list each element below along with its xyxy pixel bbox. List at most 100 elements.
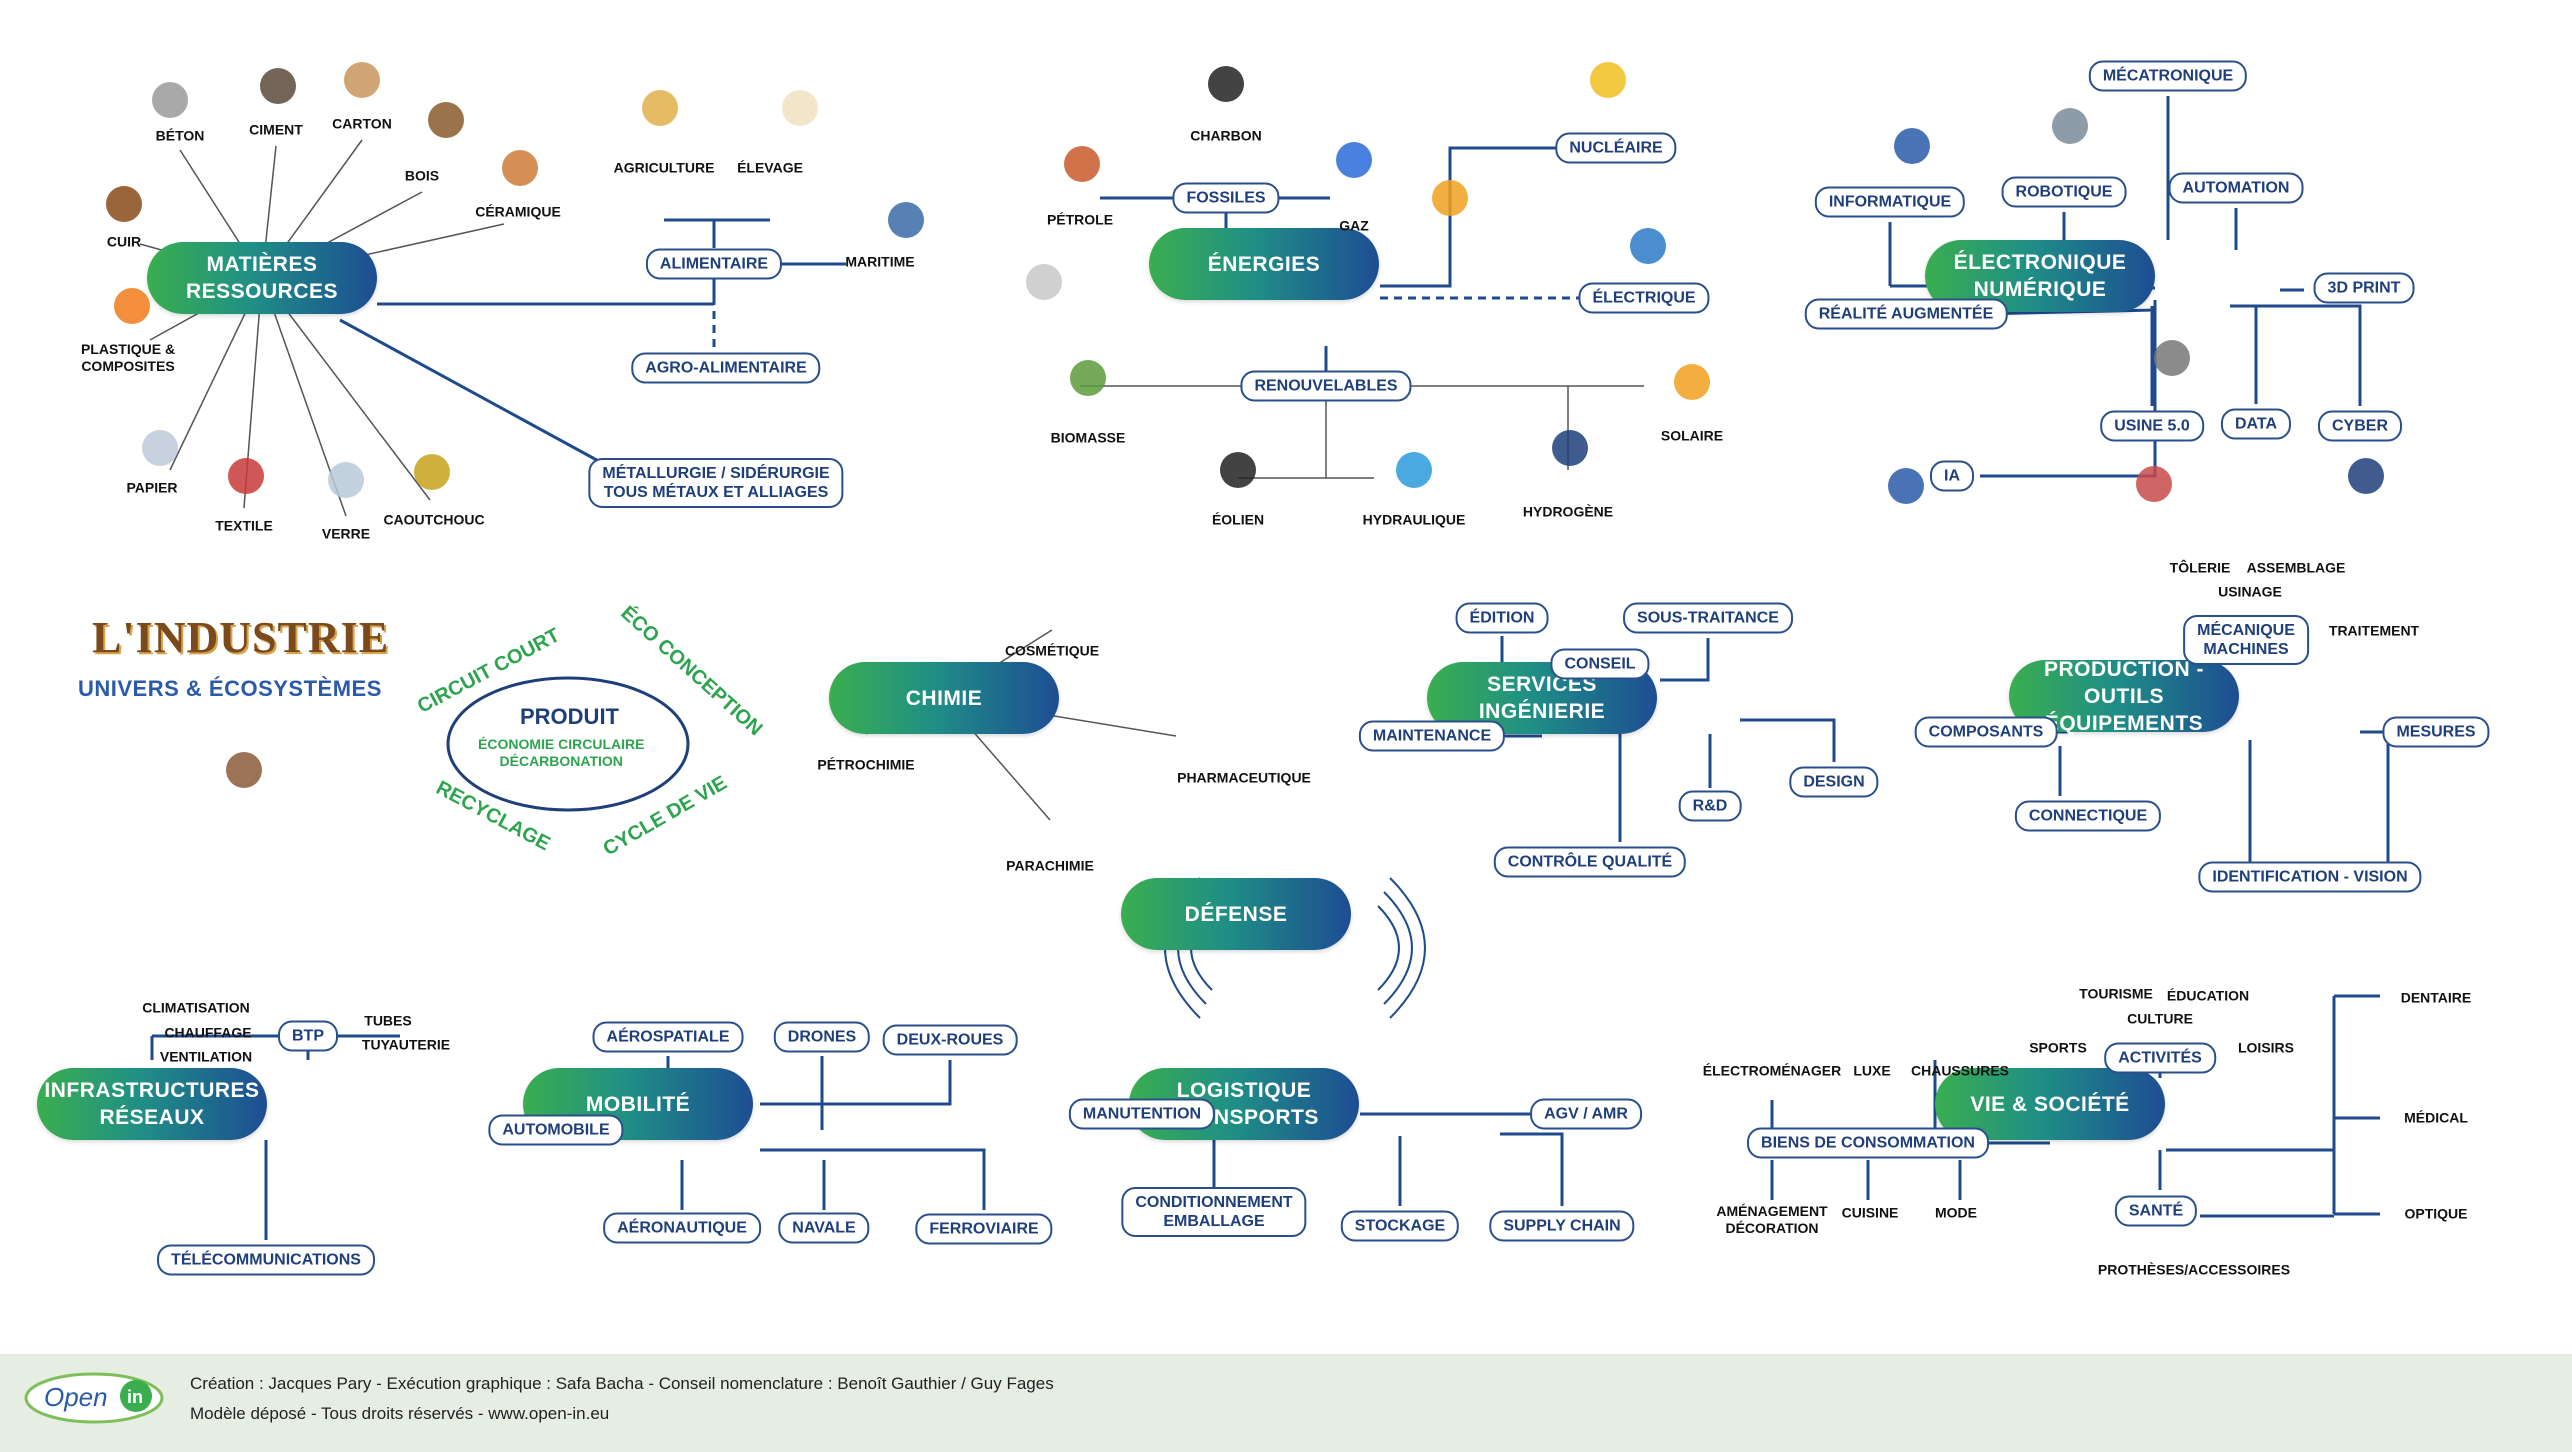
category-pill[interactable]: RENOUVELABLES [1240,370,1412,402]
category-pill[interactable]: NAVALE [778,1212,870,1244]
category-pill[interactable]: NUCLÉAIRE [1555,132,1677,164]
item-label: BOIS [404,167,440,184]
category-pill[interactable]: ALIMENTAIRE [645,248,783,280]
category-pill[interactable]: MESURES [2382,716,2490,748]
category-pill[interactable]: CONSEIL [1550,648,1650,680]
item-label: TEXTILE [215,517,273,534]
sun-icon [1674,364,1710,400]
connector-line [760,1060,952,1106]
paper-icon [142,430,178,466]
hub-node[interactable]: ÉNERGIES [1149,228,1379,300]
category-pill[interactable]: 3D PRINT [2313,272,2415,304]
item-label: CAOUTCHOUC [383,511,485,528]
open-in-logo[interactable]: Open in [24,1370,168,1424]
category-pill[interactable]: FERROVIAIRE [915,1213,1053,1245]
rubber-icon [414,454,450,490]
category-pill[interactable]: AÉROSPATIALE [592,1021,744,1053]
hub-node[interactable]: MATIÈRES RESSOURCES [147,242,377,314]
hub-node[interactable]: CHIMIE [829,662,1059,734]
category-pill[interactable]: ÉDITION [1455,602,1549,634]
wheat-icon [642,90,678,126]
category-pill[interactable]: MÉCANIQUE MACHINES [2183,615,2309,665]
category-pill[interactable]: RÉALITÉ AUGMENTÉE [1804,298,2008,330]
category-pill[interactable]: DATA [2220,408,2292,440]
hub-node[interactable]: INFRASTRUCTURES RÉSEAUX [37,1068,267,1140]
item-label: TOURISME [2079,985,2153,1002]
credit-line-2: Modèle déposé - Tous droits réservés - w… [190,1404,610,1423]
item-label: TUYAUTERIE [361,1036,451,1053]
category-pill[interactable]: TÉLÉCOMMUNICATIONS [157,1244,375,1276]
biomass-icon [1070,360,1106,396]
category-pill[interactable]: R&D [1678,790,1742,822]
cement-icon [260,68,296,104]
category-pill[interactable]: COMPOSANTS [1914,716,2058,748]
category-pill[interactable]: CONTRÔLE QUALITÉ [1493,846,1687,878]
category-pill[interactable]: ROBOTIQUE [2001,176,2127,208]
item-label: AGRICULTURE [613,159,715,176]
item-label: CLIMATISATION [142,999,250,1016]
category-pill[interactable]: STOCKAGE [1340,1210,1460,1242]
category-pill[interactable]: AUTOMOBILE [488,1114,624,1146]
carton-icon [344,62,380,98]
item-label: TUBES [364,1012,412,1029]
connector-line [1660,638,1710,682]
category-pill[interactable]: ACTIVITÉS [2104,1042,2216,1074]
item-label: PARACHIMIE [1006,857,1094,874]
oil-pump-icon [1064,146,1100,182]
category-pill[interactable]: BTP [278,1020,338,1052]
item-label: CUIR [106,233,142,250]
connector-line [1740,718,1836,762]
item-label: SOLAIRE [1660,427,1724,444]
category-pill[interactable]: DESIGN [1789,766,1879,798]
category-pill[interactable]: AUTOMATION [2168,172,2304,204]
category-pill[interactable]: AÉRONAUTIQUE [603,1212,761,1244]
concrete-blocks-icon [152,82,188,118]
robot-icon [2052,108,2088,144]
ship-icon [888,202,924,238]
category-pill[interactable]: FOSSILES [1172,182,1280,214]
item-label: LUXE [1853,1062,1891,1079]
factory-icon [1026,264,1062,300]
hydrogen-icon [1552,430,1588,466]
category-pill[interactable]: MÉTALLURGIE / SIDÉRURGIE TOUS MÉTAUX ET … [588,458,844,508]
computer-icon [1894,128,1930,164]
ceramic-icon [502,150,538,186]
item-label: TÔLERIE [2169,559,2231,576]
logo-badge: in [127,1387,143,1407]
category-pill[interactable]: DRONES [773,1021,871,1053]
cycle-center-subtitle: ÉCONOMIE CIRCULAIRE DÉCARBONATION [478,736,645,769]
item-label: ASSEMBLAGE [2246,559,2346,576]
glass-icon [328,462,364,498]
footer-bar [0,1354,2572,1452]
category-pill[interactable]: INFORMATIQUE [1814,186,1966,218]
category-pill[interactable]: IDENTIFICATION - VISION [2198,861,2422,893]
category-pill[interactable]: MÉCATRONIQUE [2088,60,2248,92]
category-pill[interactable]: CONNECTIQUE [2014,800,2162,832]
category-pill[interactable]: SANTÉ [2114,1195,2198,1227]
category-pill[interactable]: IA [1930,460,1974,492]
category-pill[interactable]: ÉLECTRIQUE [1578,282,1710,314]
wind-turbine-icon [1220,452,1256,488]
item-label: CULTURE [2127,1010,2193,1027]
item-label: GAZ [1339,217,1369,234]
category-pill[interactable]: DEUX-ROUES [882,1024,1018,1056]
hub-node[interactable]: DÉFENSE [1121,878,1351,950]
category-pill[interactable]: MAINTENANCE [1358,720,1506,752]
category-pill[interactable]: MANUTENTION [1068,1098,1216,1130]
category-pill[interactable]: CONDITIONNEMENT EMBALLAGE [1121,1187,1307,1237]
category-pill[interactable]: AGV / AMR [1530,1098,1642,1130]
item-label: CHAUSSURES [1910,1062,2010,1079]
vr-headset-icon [2154,340,2190,376]
item-label: MODE [1935,1204,1977,1221]
category-pill[interactable]: SOUS-TRAITANCE [1623,602,1793,634]
item-label: PÉTROCHIMIE [817,756,915,773]
category-pill[interactable]: SUPPLY CHAIN [1489,1210,1635,1242]
item-label: MARITIME [845,253,915,270]
item-label: CÉRAMIQUE [475,203,561,220]
category-pill[interactable]: USINE 5.0 [2100,410,2204,442]
category-pill[interactable]: BIENS DE CONSOMMATION [1747,1127,1989,1159]
chicken-icon [782,90,818,126]
item-label: TRAITEMENT [2328,622,2420,639]
category-pill[interactable]: AGRO-ALIMENTAIRE [631,352,821,384]
category-pill[interactable]: CYBER [2317,410,2403,442]
